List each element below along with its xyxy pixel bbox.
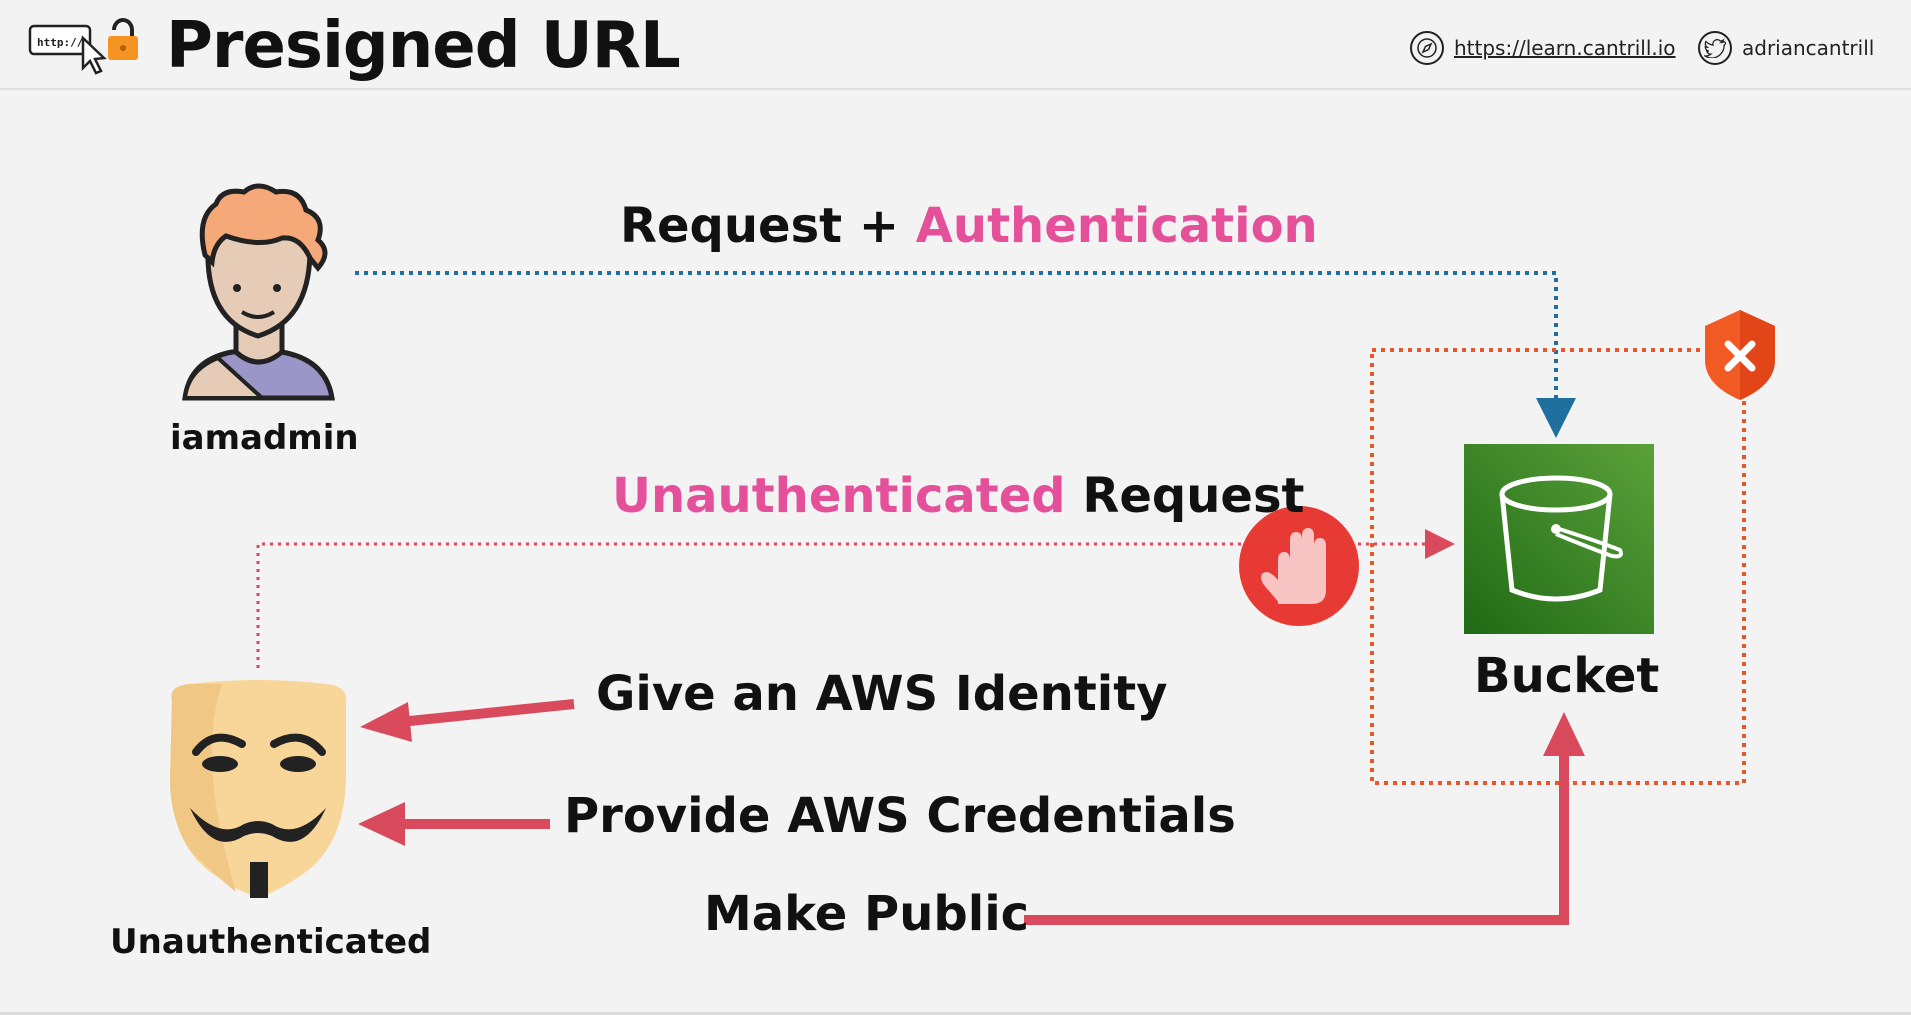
compass-icon — [1410, 31, 1444, 65]
auth-request-highlight: Authentication — [915, 198, 1318, 254]
presigned-url-logo: http:// — [28, 16, 144, 80]
auth-request-prefix: Request + — [620, 198, 916, 254]
admin-avatar-icon — [182, 183, 335, 401]
admin-label: iamadmin — [170, 418, 359, 458]
authenticated-request-line — [355, 271, 1576, 438]
svg-text:http://: http:// — [37, 36, 84, 49]
credentials-arrow — [358, 802, 550, 846]
s3-bucket-icon — [1464, 444, 1654, 634]
bucket-label: Bucket — [1474, 648, 1660, 704]
option-provide-credentials: Provide AWS Credentials — [564, 788, 1236, 844]
unauth-request-suffix: Request — [1065, 468, 1305, 524]
shield-deny-icon — [1705, 310, 1775, 400]
website-url[interactable]: https://learn.cantrill.io — [1454, 36, 1676, 60]
header-bar: http:// Presigned URL https://learn.cant… — [0, 0, 1911, 90]
option-make-public: Make Public — [704, 886, 1030, 942]
option-give-identity: Give an AWS Identity — [596, 666, 1168, 722]
unauthenticated-request-label: Unauthenticated Request — [612, 468, 1304, 524]
unauthenticated-user-label: Unauthenticated — [110, 922, 432, 962]
page-title: Presigned URL — [166, 9, 681, 83]
twitter-icon — [1698, 31, 1732, 65]
twitter-handle[interactable]: adriancantrill — [1742, 36, 1875, 60]
stop-hand-icon — [1239, 506, 1359, 626]
make-public-arrow — [1024, 712, 1585, 925]
unauth-request-highlight: Unauthenticated — [612, 468, 1066, 524]
bucket-policy-boundary — [1370, 348, 1746, 785]
identity-arrow — [360, 699, 575, 742]
authenticated-request-label: Request + Authentication — [620, 198, 1318, 254]
unauthenticated-request-line — [256, 529, 1455, 668]
twitter-link[interactable]: adriancantrill — [1698, 28, 1874, 68]
anonymous-mask-icon — [170, 680, 347, 898]
bottom-divider — [0, 1012, 1911, 1015]
website-link[interactable]: https://learn.cantrill.io — [1410, 28, 1676, 68]
